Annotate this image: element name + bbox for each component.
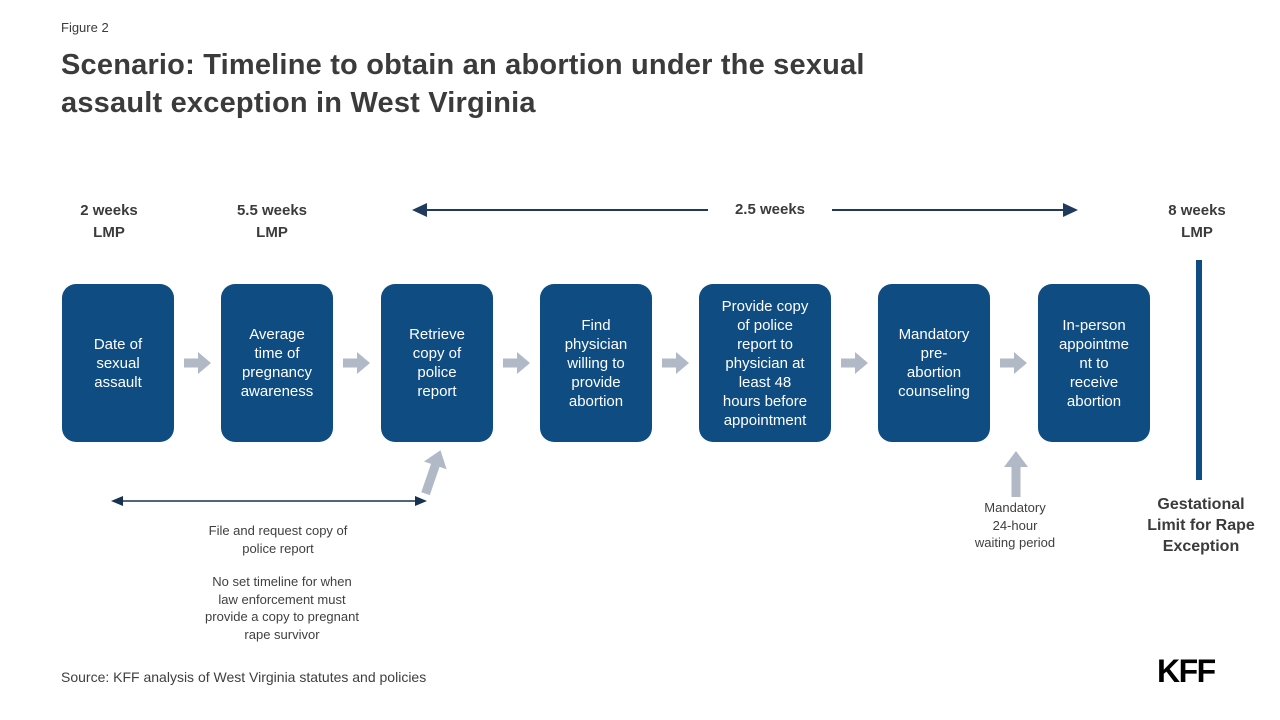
step-box-pregnancy-awareness: Average time of pregnancy awareness	[221, 284, 333, 442]
note-no-set-timeline: No set timeline for when law enforcement…	[205, 574, 359, 642]
gestational-limit-label: Gestational Limit for Rape Exception	[1147, 496, 1255, 555]
arrow-right-icon	[1000, 352, 1027, 374]
arrow-right-icon	[662, 352, 689, 374]
step-box-retrieve-police-report: Retrieve copy of police report	[381, 284, 493, 442]
figure-label: Figure 2	[61, 20, 109, 35]
kff-logo: KFF	[1157, 653, 1216, 689]
page-title: Scenario: Timeline to obtain an abortion…	[61, 49, 865, 119]
step-box-date-of-assault: Date of sexual assault	[62, 284, 174, 442]
step-box-find-physician: Find physician willing to provide aborti…	[540, 284, 652, 442]
arrow-right-icon	[343, 352, 370, 374]
timeline-marker-8-weeks: 8 weeks LMP	[1168, 202, 1226, 241]
arrow-up-tilted-icon	[421, 450, 447, 496]
gestational-limit-bar	[1196, 260, 1202, 480]
timeline-marker-5-5-weeks: 5.5 weeks LMP	[236, 202, 308, 241]
step-box-appointment: In-person appointme nt to receive aborti…	[1038, 284, 1150, 442]
double-arrow-police-report-icon	[111, 496, 427, 506]
timeline-marker-2-weeks: 2 weeks LMP	[80, 202, 138, 241]
timeline-span-label: 2.5 weeks	[708, 199, 832, 221]
step-box-provide-report: Provide copy of police report to physici…	[699, 284, 831, 442]
source-line: Source: KFF analysis of West Virginia st…	[61, 669, 427, 685]
arrow-right-icon	[184, 352, 211, 374]
arrow-right-icon	[841, 352, 868, 374]
note-waiting-period: Mandatory 24-hour waiting period	[974, 500, 1056, 550]
step-box-counseling: Mandatory pre- abortion counseling	[878, 284, 990, 442]
arrow-right-icon	[503, 352, 530, 374]
arrow-up-icon	[1004, 451, 1028, 497]
note-file-request: File and request copy of police report	[208, 523, 348, 556]
